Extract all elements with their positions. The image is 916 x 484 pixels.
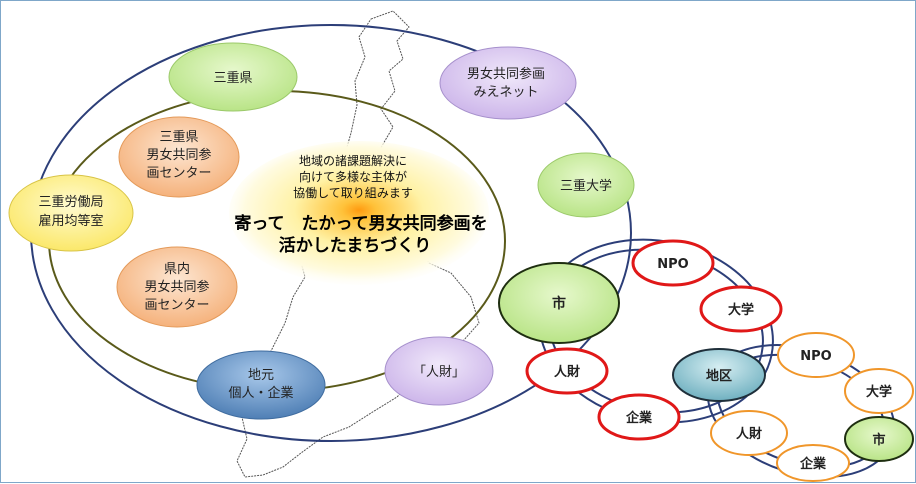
node-label: 人財 (736, 426, 762, 442)
node-label: 市 (552, 295, 566, 312)
node-mie-university[interactable]: 三重大学 (537, 152, 635, 218)
center-line-1: 地域の諸課題解決に (299, 153, 407, 168)
node-district-university[interactable]: 大学 (844, 368, 914, 414)
node-label-line2: 雇用均等室 (38, 213, 103, 229)
node-city[interactable]: 市 (498, 262, 620, 344)
node-labor-bureau[interactable]: 三重労働局 雇用均等室 (8, 174, 134, 252)
center-line-2: 向けて多様な主体が (299, 169, 407, 184)
node-district-city[interactable]: 市 (844, 416, 914, 462)
node-pref-gender-center[interactable]: 三重県 男女共同参 画センター (118, 116, 240, 198)
node-mie-network[interactable]: 男女共同参画 みえネット (439, 46, 577, 120)
node-district-npo[interactable]: NPO (777, 332, 855, 378)
node-label-line1: 三重県 (159, 129, 198, 145)
node-label-line3: 画センター (144, 298, 209, 313)
node-label: 大学 (866, 384, 892, 400)
node-in-pref-gender-center[interactable]: 県内 男女共同参 画センター (116, 246, 238, 328)
node-label: 市 (872, 432, 885, 448)
node-local-people-business[interactable]: 地元 個人・企業 (196, 350, 326, 420)
node-label: NPO (800, 349, 831, 364)
node-label-line1: 三重労働局 (38, 194, 103, 210)
center-title-2: 活かしたまちづくり (279, 235, 432, 256)
center-title-1: 寄って たかって男女共同参画を (234, 213, 487, 234)
node-district-talent[interactable]: 人財 (710, 410, 788, 456)
node-label-line1: 男女共同参画 (467, 66, 545, 82)
node-label: 人財 (554, 364, 580, 380)
node-label-line1: 地元 (248, 368, 274, 383)
node-label: 三重大学 (560, 178, 612, 194)
node-label: 「人財」 (413, 365, 465, 380)
center-line-3: 協働して取り組みます (293, 185, 413, 200)
node-talent[interactable]: 「人財」 (384, 336, 494, 406)
node-label: 企業 (799, 456, 827, 472)
node-label-line2: 男女共同参 (146, 147, 211, 163)
center-glow (229, 141, 489, 285)
node-district-company[interactable]: 企業 (776, 444, 850, 482)
node-city-company[interactable]: 企業 (597, 393, 681, 441)
node-label-line2: みえネット (473, 85, 538, 100)
node-label-line2: 個人・企業 (228, 385, 293, 401)
node-label-line2: 男女共同参 (144, 279, 209, 295)
node-city-university[interactable]: 大学 (699, 285, 783, 333)
node-city-talent[interactable]: 人財 (525, 347, 609, 395)
node-district[interactable]: 地区 (672, 348, 766, 402)
node-label: NPO (657, 257, 688, 272)
node-label-line1: 県内 (164, 261, 190, 277)
node-label: 地区 (706, 368, 732, 384)
node-label: 企業 (625, 410, 653, 426)
node-city-npo[interactable]: NPO (631, 239, 715, 287)
node-label: 大学 (728, 302, 754, 318)
node-label: 三重県 (213, 70, 252, 86)
node-label-line3: 画センター (146, 166, 211, 181)
node-mie-prefecture[interactable]: 三重県 (168, 42, 298, 112)
